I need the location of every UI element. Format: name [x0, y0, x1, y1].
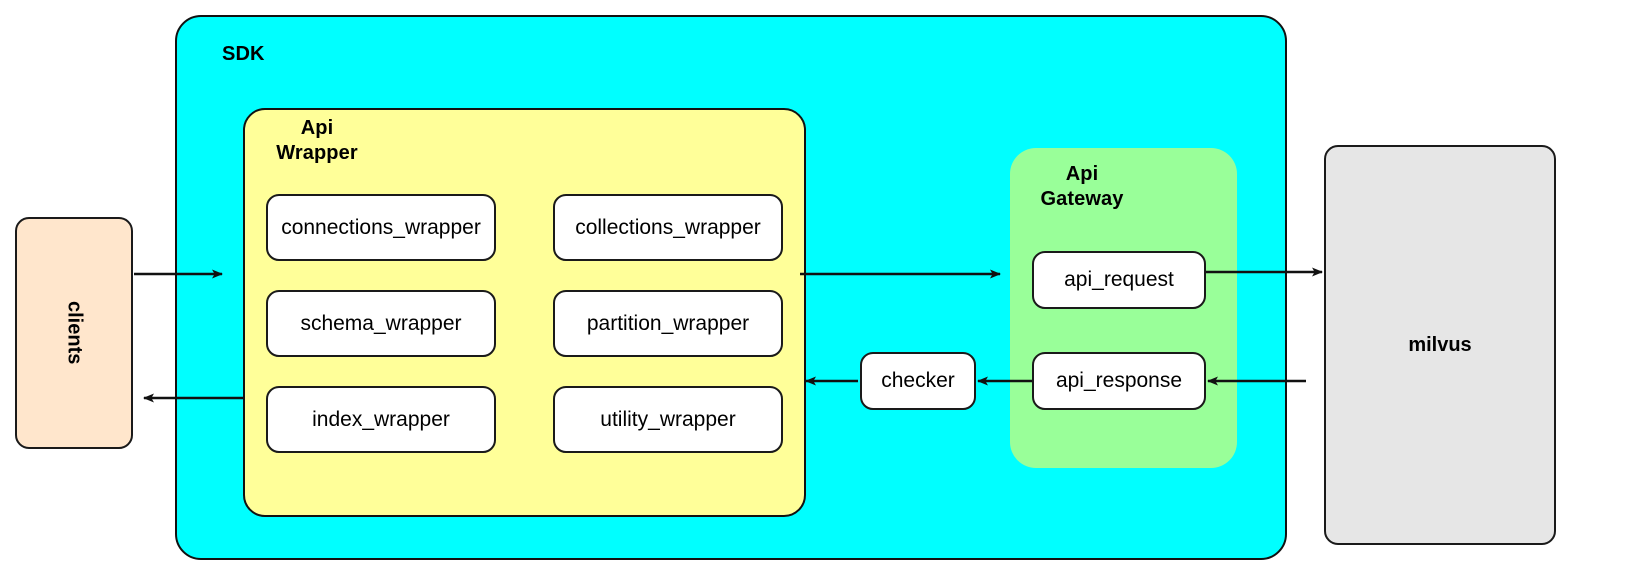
- node-connections-wrapper[interactable]: connections_wrapper: [266, 194, 496, 261]
- endpoint-clients-label: clients: [63, 301, 86, 365]
- node-label: partition_wrapper: [586, 311, 750, 335]
- node-index-wrapper[interactable]: index_wrapper: [266, 386, 496, 453]
- node-label: utility_wrapper: [600, 407, 736, 431]
- node-label: schema_wrapper: [300, 311, 462, 335]
- endpoint-milvus[interactable]: milvus: [1324, 145, 1556, 545]
- node-collections-wrapper[interactable]: collections_wrapper: [553, 194, 783, 261]
- node-api-request[interactable]: api_request: [1032, 251, 1206, 309]
- node-label: collections_wrapper: [575, 215, 761, 239]
- container-api-gateway-label: Api Gateway: [1040, 163, 1124, 210]
- endpoint-clients[interactable]: clients: [15, 217, 133, 449]
- node-checker[interactable]: checker: [860, 352, 976, 410]
- node-label: api_request: [1064, 268, 1174, 291]
- endpoint-milvus-label: milvus: [1408, 333, 1472, 356]
- node-label: index_wrapper: [312, 407, 450, 431]
- node-label: connections_wrapper: [281, 215, 481, 239]
- container-api-wrapper-label: Api Wrapper: [276, 117, 358, 164]
- node-label: checker: [881, 369, 955, 392]
- node-api-response[interactable]: api_response: [1032, 352, 1206, 410]
- node-partition-wrapper[interactable]: partition_wrapper: [553, 290, 783, 357]
- node-utility-wrapper[interactable]: utility_wrapper: [553, 386, 783, 453]
- node-label: api_response: [1055, 369, 1183, 392]
- container-sdk-label: SDK: [222, 43, 265, 65]
- node-schema-wrapper[interactable]: schema_wrapper: [266, 290, 496, 357]
